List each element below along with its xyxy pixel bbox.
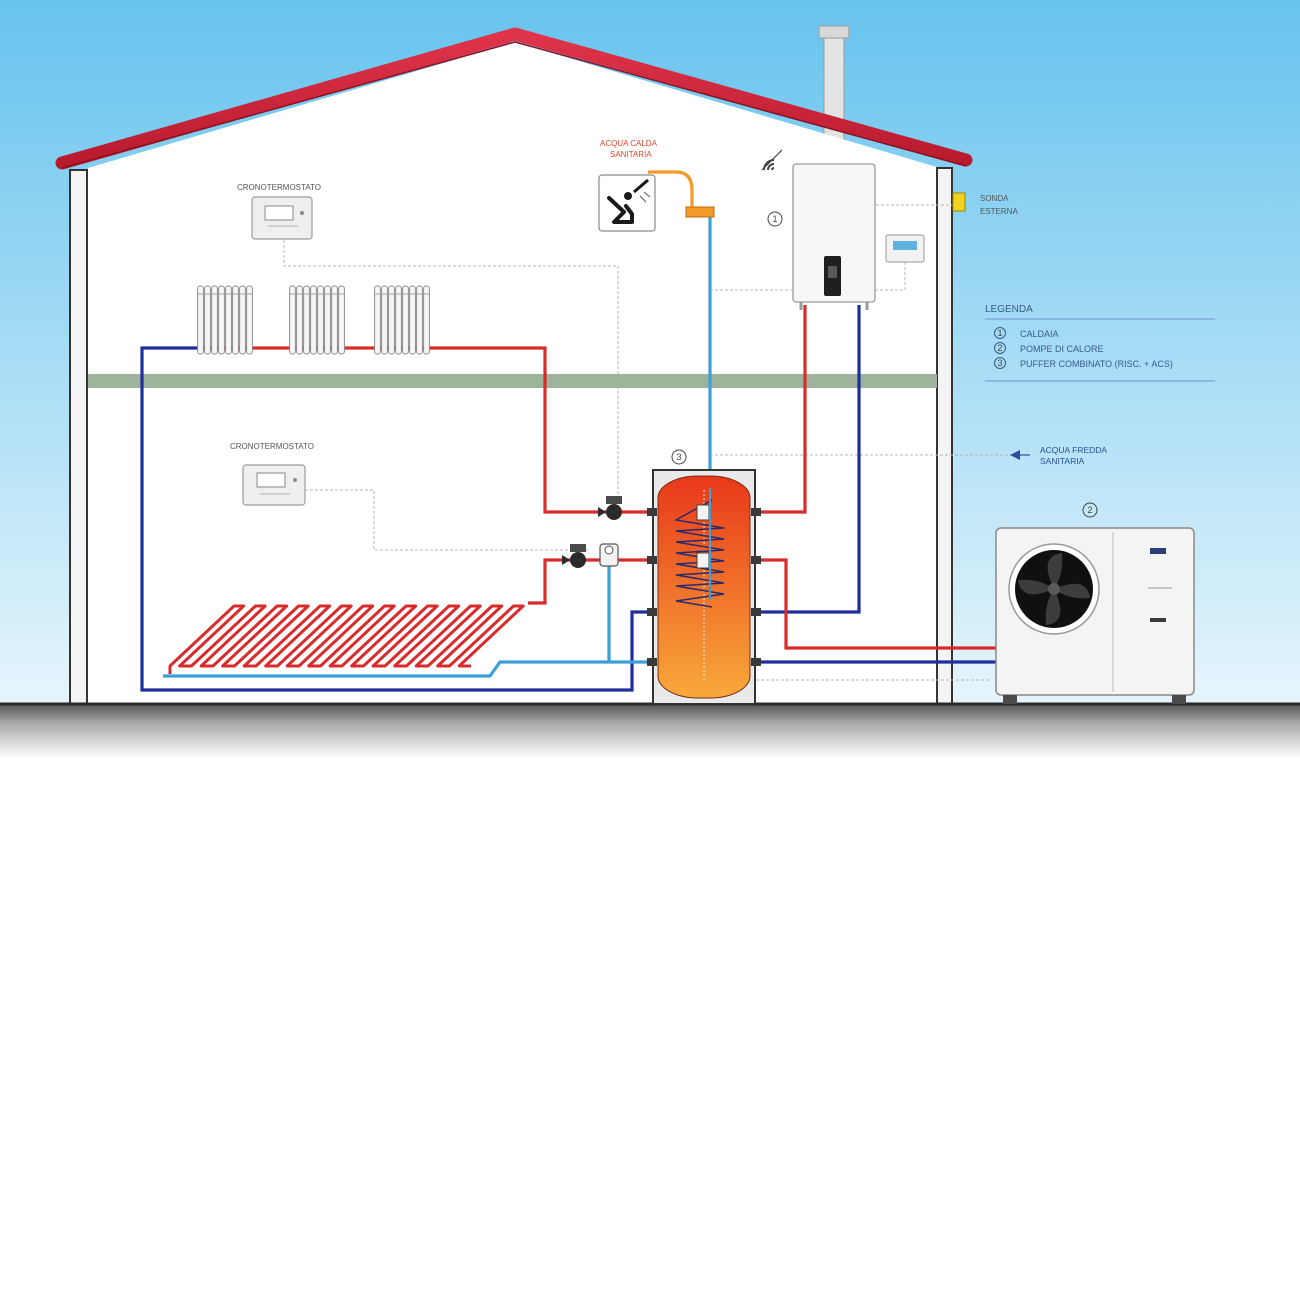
underfloor-heating-coil [168, 604, 525, 674]
wall-boiler [792, 163, 876, 310]
outdoor-sensor-label-2: ESTERNA [980, 207, 1018, 216]
shower-icon [598, 174, 656, 232]
svg-text:2: 2 [997, 343, 1002, 353]
svg-text:POMPE DI CALORE: POMPE DI CALORE [1020, 344, 1104, 354]
thermostat-lower-label: CRONOTERMOSTATO [230, 442, 314, 451]
svg-text:1: 1 [997, 328, 1002, 338]
outdoor-sensor-label-1: SONDA [980, 194, 1009, 203]
legend: LEGENDA 1 CALDAIA 2 POMPE DI CALORE 3 PU… [985, 304, 1215, 382]
svg-text:CALDAIA: CALDAIA [1020, 329, 1059, 339]
pump-icon [598, 496, 622, 520]
radiator-icon [197, 285, 253, 355]
boiler-controller [885, 234, 925, 263]
hot-water-label: ACQUA CALDA [600, 139, 658, 148]
thermostat-icon [242, 464, 306, 506]
mixing-valve [599, 543, 619, 567]
legend-item: 1 CALDAIA [994, 327, 1059, 339]
legend-item: 3 PUFFER COMBINATO (RISC. + ACS) [994, 357, 1173, 369]
svg-text:PUFFER COMBINATO (RISC. + ACS): PUFFER COMBINATO (RISC. + ACS) [1020, 359, 1173, 369]
ground [0, 704, 1300, 758]
buffer-number: 3 [676, 452, 681, 462]
radiator-icon [289, 285, 345, 355]
radiator-icon [374, 285, 430, 355]
heat-pump-number: 2 [1087, 505, 1092, 515]
svg-text:3: 3 [997, 358, 1002, 368]
thermostat-icon [251, 196, 313, 240]
floor-slab [88, 374, 937, 388]
pump-icon [562, 544, 586, 568]
buffer-tank [647, 469, 761, 705]
hot-water-sublabel: SANITARIA [610, 150, 652, 159]
wifi-icon [761, 149, 783, 171]
boiler-number: 1 [772, 214, 777, 224]
roof-edge [61, 41, 967, 169]
roof [55, 27, 973, 170]
outdoor-sensor [952, 192, 966, 212]
thermostat-upper-label: CRONOTERMOSTATO [237, 183, 321, 192]
fan-icon [1008, 543, 1100, 635]
left-wall [69, 169, 88, 706]
cold-water-inlet-arrow [1010, 450, 1030, 460]
cold-water-label-1: ACQUA FREDDA [1040, 445, 1107, 455]
legend-item: 2 POMPE DI CALORE [994, 342, 1104, 354]
right-wall [936, 167, 953, 706]
legend-title: LEGENDA [985, 304, 1033, 315]
cold-water-label-2: SANITARIA [1040, 456, 1085, 466]
chimney [818, 25, 850, 165]
